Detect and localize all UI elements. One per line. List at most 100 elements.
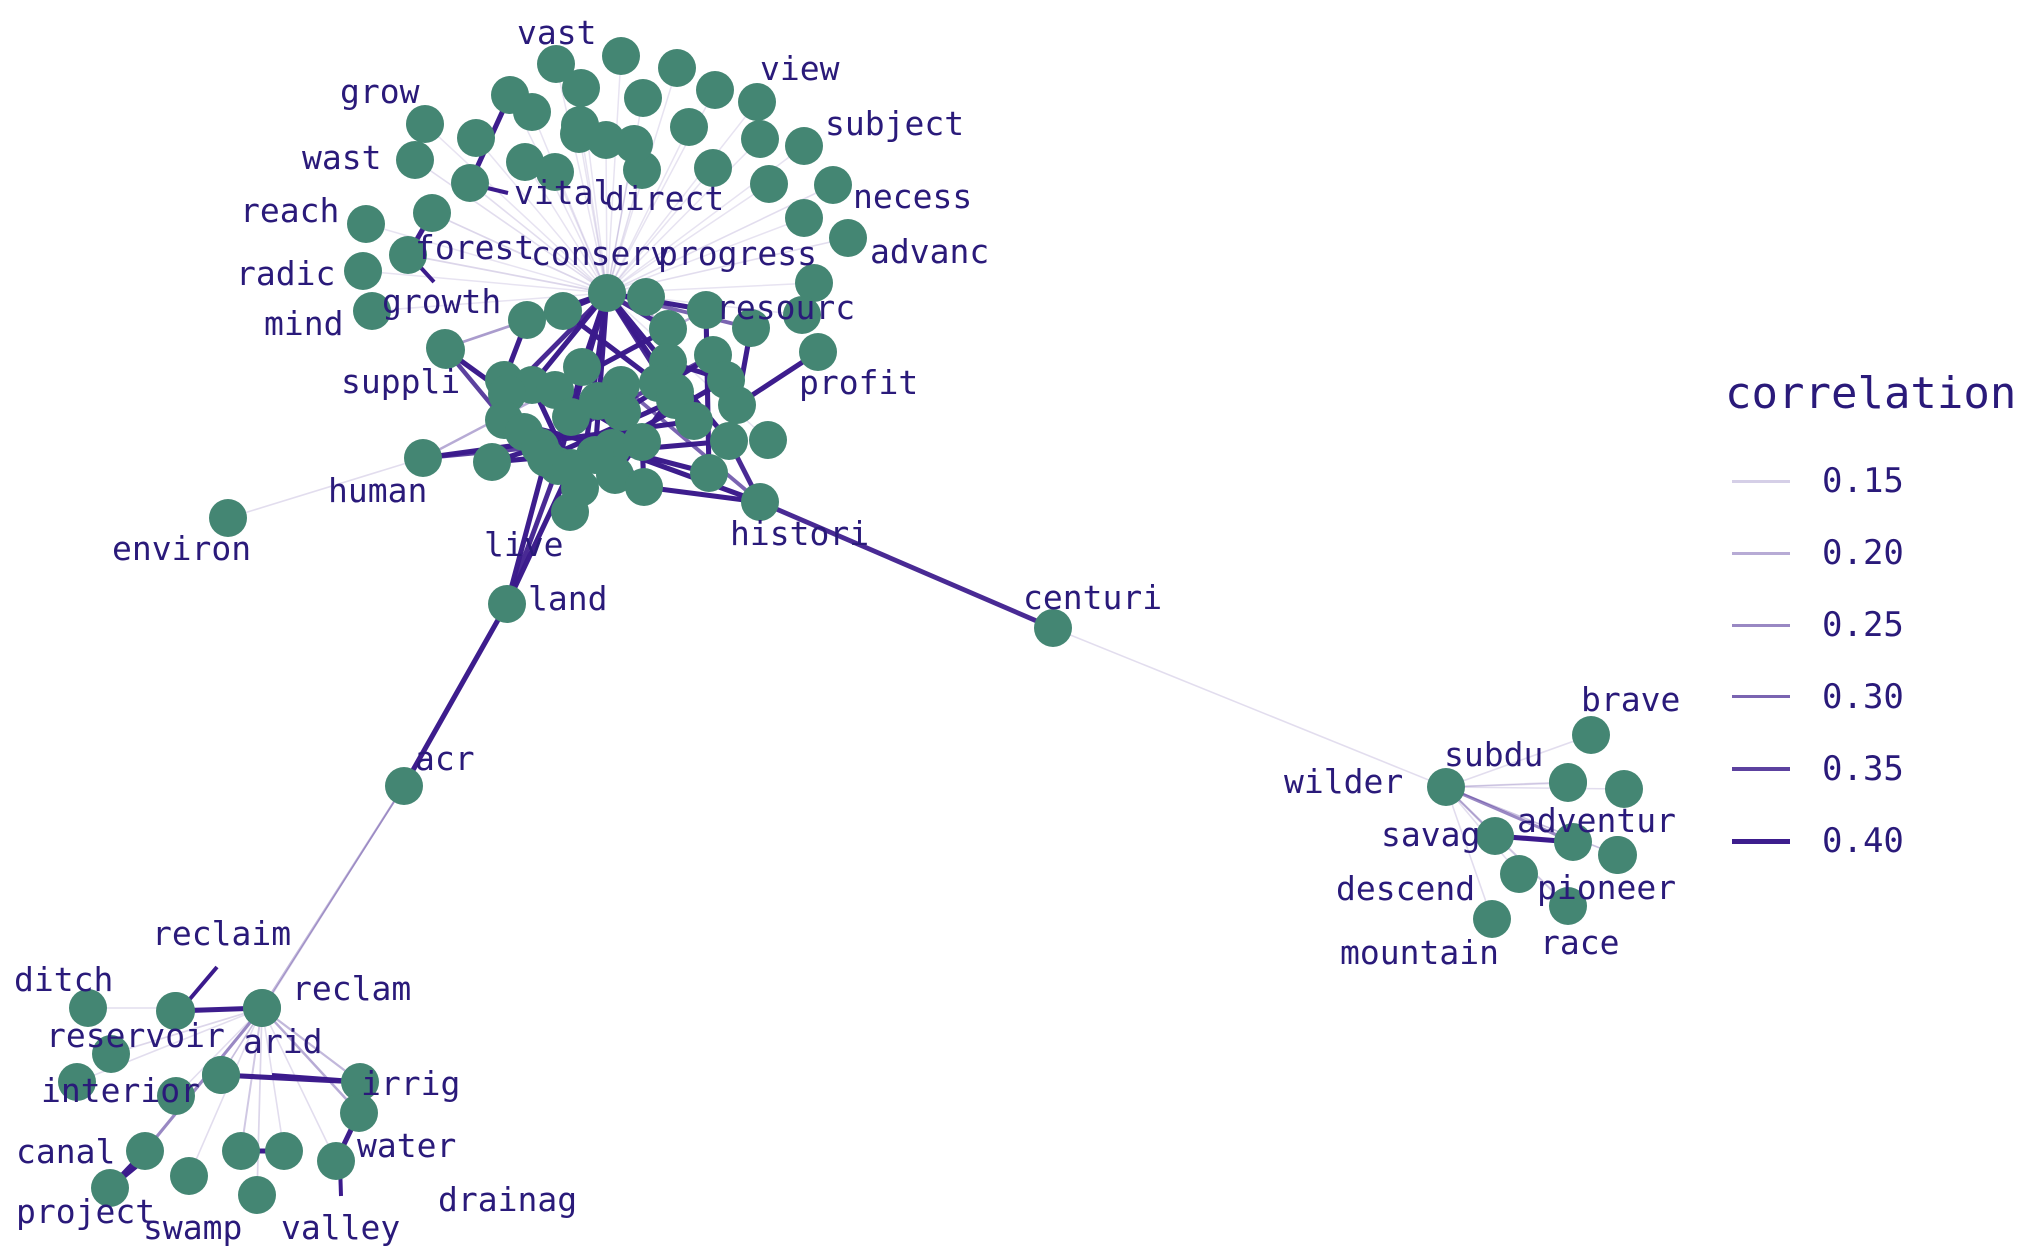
edge-reclam-reservoir (110, 1007, 263, 1055)
legend-swatch (1732, 480, 1790, 483)
label-leader-line (271, 1073, 354, 1083)
node-canal (126, 1132, 164, 1170)
edge-wilder-brave (1445, 734, 1592, 788)
node-wilder (1427, 768, 1465, 806)
node-label-reclaim: reclaim (152, 914, 291, 953)
node-label-conserv: conserv (531, 234, 670, 273)
legend-item: 0.20 (1732, 533, 2012, 573)
node-u14 (694, 149, 732, 187)
legend-item: 0.40 (1732, 821, 2012, 861)
edge-conserv-u11 (578, 133, 608, 294)
node-u22 (561, 106, 599, 144)
edge-conserv-u9 (606, 138, 761, 294)
node-label-interior: interior (41, 1071, 200, 1110)
node-label-valley: valley (281, 1208, 400, 1247)
edge-acr-arid (220, 785, 405, 1076)
edge-conserv-u13 (524, 161, 608, 294)
node-project (91, 1169, 129, 1207)
node-label-acr: acr (415, 739, 475, 778)
node-u8 (670, 108, 708, 146)
node-brave (1572, 716, 1610, 754)
node-w3 (1549, 763, 1587, 801)
edge-conserv-u8 (606, 126, 690, 294)
node-u16 (785, 199, 823, 237)
edge-acr-r1 (220, 785, 405, 1076)
edge-conserv-u15 (606, 183, 770, 294)
node-label-growth: growth (382, 282, 501, 321)
node-label-reclam: reclam (292, 969, 411, 1008)
node-u5 (562, 69, 600, 107)
node-label-savag: savag (1381, 815, 1480, 854)
correlation-legend: correlation 0.15 0.20 0.25 0.30 0.35 0.4… (1725, 368, 2025, 888)
node-mountain (1473, 900, 1511, 938)
node-label-pioneer: pioneer (1537, 868, 1676, 907)
node-label-irrig: irrig (361, 1064, 460, 1103)
node-label-arid: arid (243, 1022, 322, 1061)
node-label-land: land (528, 579, 607, 618)
legend-item: 0.30 (1732, 677, 2012, 717)
edge-histori-centuri (757, 499, 1056, 631)
edge-conserv-reach (365, 223, 608, 294)
legend-swatch (1732, 695, 1790, 698)
edge-u56-u27 (703, 307, 712, 476)
node-reservoir (92, 1035, 130, 1073)
node-u15 (750, 165, 788, 203)
edge-wilder-w3 (1445, 781, 1569, 788)
node-u57 (552, 449, 590, 487)
node-necess (814, 166, 852, 204)
node-interior (58, 1063, 96, 1101)
node-label-forest: forest (415, 228, 534, 267)
node-conserv (588, 274, 626, 312)
edge-reclam-r4 (175, 1007, 263, 1097)
node-label-brave: brave (1581, 680, 1680, 719)
node-label-project: project (16, 1192, 155, 1231)
edge-conserv-u2 (606, 55, 622, 294)
edge-conserv-forest (431, 212, 608, 294)
node-u24 (508, 301, 546, 339)
node-label-adventur: adventur (1517, 801, 1676, 840)
node-resourc (732, 309, 770, 347)
legend-item: 0.35 (1732, 749, 2012, 789)
node-label-reach: reach (240, 191, 339, 230)
edge-u48-u52 (543, 397, 678, 461)
node-label-advanc: advanc (870, 232, 989, 271)
node-radic (344, 252, 382, 290)
node-u50 (623, 423, 661, 461)
node-label-profit: profit (799, 363, 918, 402)
edge-reclam-valley (256, 1007, 263, 1196)
node-u49 (675, 402, 713, 440)
node-drainag (317, 1142, 355, 1180)
node-label-radic: radic (236, 254, 335, 293)
node-profit (799, 333, 837, 371)
node-view (738, 83, 776, 121)
node-u17 (795, 264, 833, 302)
node-u18 (783, 296, 821, 334)
edge-wilder-mountain (1445, 786, 1493, 920)
edge-conserv-wast (414, 159, 608, 294)
edge-land-u46 (504, 463, 561, 607)
edge-conserv-u21 (554, 171, 608, 294)
node-label-necess: necess (853, 177, 972, 216)
node-human (404, 439, 442, 477)
node-label-race: race (1540, 923, 1619, 962)
edge-environ-human (227, 457, 424, 519)
node-u54 (625, 468, 663, 506)
legend-label: 0.25 (1822, 605, 1904, 645)
legend-item: 0.25 (1732, 605, 2012, 645)
node-growth (389, 236, 427, 274)
node-ditch (69, 989, 107, 1027)
node-u40 (718, 386, 756, 424)
node-vast (537, 45, 575, 83)
node-u3 (658, 49, 696, 87)
node-u2 (602, 37, 640, 75)
node-label-human: human (328, 471, 427, 510)
node-forest (413, 194, 451, 232)
node-vital (451, 164, 489, 202)
node-advanc (829, 219, 867, 257)
node-label-swamp: swamp (143, 1208, 242, 1247)
edge-centuri-wilder (1052, 627, 1447, 788)
node-label-vast: vast (517, 13, 596, 52)
legend-label: 0.40 (1822, 821, 1904, 861)
legend-label: 0.35 (1822, 749, 1904, 789)
